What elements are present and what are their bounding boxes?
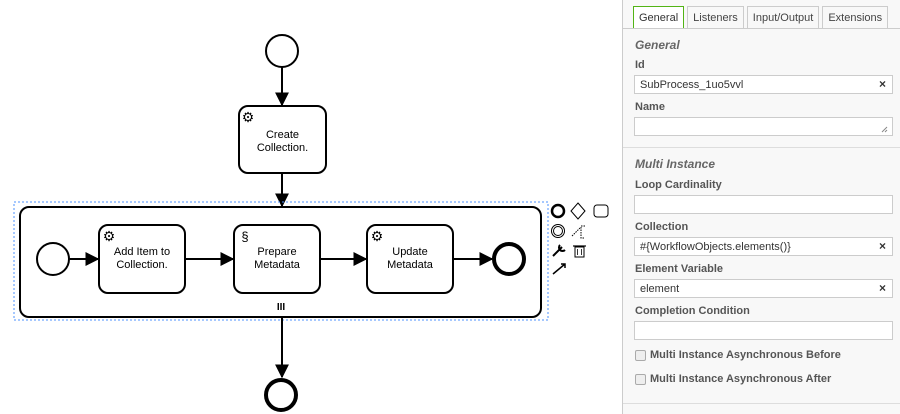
resize-handle-icon[interactable]: [880, 125, 888, 133]
clear-element-variable-icon[interactable]: ×: [878, 281, 886, 295]
section-divider: [623, 403, 900, 404]
properties-panel: General Listeners Input/Output Extension…: [622, 0, 900, 414]
id-field[interactable]: SubProcess_1uo5vvl ×: [634, 75, 893, 94]
svg-text:Metadata: Metadata: [387, 259, 434, 271]
svg-text:Collection.: Collection.: [257, 142, 308, 154]
task-label-line2: Collection.: [257, 142, 308, 154]
task-label-line1: Prepare: [257, 246, 296, 258]
element-variable-label: Element Variable: [635, 263, 724, 275]
element-variable-field[interactable]: element ×: [634, 279, 893, 298]
name-label: Name: [635, 101, 665, 113]
task-create-collection[interactable]: ⚙ Create Collection.: [238, 105, 327, 174]
task-label-line2: Collection.: [116, 259, 167, 271]
async-after-row: Multi Instance Asynchronous After: [635, 373, 831, 385]
bpmn-diagram[interactable]: ⚙ Create Collection. ⚙ Add Item to Colle…: [0, 0, 620, 414]
task-update-metadata[interactable]: ⚙ Update Metadata: [366, 224, 454, 294]
service-task-gear-icon: ⚙: [242, 109, 255, 125]
clear-id-icon[interactable]: ×: [878, 77, 886, 91]
loop-cardinality-field[interactable]: [634, 195, 893, 214]
task-prepare-metadata[interactable]: § Prepare Metadata: [233, 224, 321, 294]
clear-collection-icon[interactable]: ×: [878, 239, 886, 253]
tab-general[interactable]: General: [633, 6, 685, 28]
service-task-gear-icon: ⚙: [103, 228, 116, 244]
section-title-general: General: [635, 38, 680, 52]
name-field[interactable]: [634, 117, 893, 136]
inner-start-event[interactable]: [36, 242, 70, 276]
tab-divider: [623, 28, 900, 29]
selection-outline: [13, 201, 549, 321]
loop-cardinality-label: Loop Cardinality: [635, 179, 722, 191]
svg-text:Collection.: Collection.: [116, 259, 167, 271]
context-pad[interactable]: [550, 202, 609, 275]
delete-trash-icon[interactable]: [573, 245, 586, 258]
start-event[interactable]: [265, 34, 299, 68]
end-event[interactable]: [264, 378, 298, 412]
text-annotation-icon[interactable]: [571, 225, 585, 239]
append-intermediate-event-icon-inner: [553, 226, 563, 236]
completion-condition-field[interactable]: [634, 321, 893, 340]
svg-text:Prepare: Prepare: [257, 246, 296, 258]
inner-end-event[interactable]: [492, 242, 526, 276]
service-task-gear-icon: ⚙: [371, 228, 384, 244]
change-type-wrench-icon[interactable]: [552, 244, 566, 257]
async-before-checkbox[interactable]: [635, 349, 646, 361]
id-label: Id: [635, 59, 645, 71]
id-value: SubProcess_1uo5vvl: [640, 79, 744, 91]
svg-text:Create: Create: [266, 129, 299, 141]
script-task-icon: §: [241, 229, 248, 244]
tab-listeners[interactable]: Listeners: [687, 6, 744, 28]
tab-input-output[interactable]: Input/Output: [746, 6, 820, 28]
append-task-icon[interactable]: [593, 204, 609, 218]
bpmn-canvas[interactable]: ⚙ Create Collection. ⚙ Add Item to Colle…: [0, 0, 620, 414]
task-label-line2: Metadata: [254, 259, 301, 271]
properties-tabs: General Listeners Input/Output Extension…: [633, 6, 889, 28]
section-title-multi-instance: Multi Instance: [635, 157, 716, 171]
element-variable-value: element: [640, 283, 680, 295]
async-before-row: Multi Instance Asynchronous Before: [635, 349, 841, 361]
task-add-item[interactable]: ⚙ Add Item to Collection.: [98, 224, 186, 294]
svg-text:Metadata: Metadata: [254, 259, 301, 271]
append-end-event-icon[interactable]: [550, 203, 566, 219]
completion-condition-label: Completion Condition: [635, 305, 750, 317]
task-label-line1: Update: [392, 246, 427, 258]
async-after-label: Multi Instance Asynchronous After: [650, 373, 832, 385]
collection-field[interactable]: #{WorkflowObjects.elements()} ×: [634, 237, 893, 256]
tab-extensions[interactable]: Extensions: [822, 6, 889, 28]
connect-arrow-icon[interactable]: [552, 263, 566, 275]
async-before-label: Multi Instance Asynchronous Before: [650, 349, 841, 361]
task-label-line2: Metadata: [387, 259, 434, 271]
collection-value: #{WorkflowObjects.elements()}: [640, 241, 791, 253]
append-gateway-icon[interactable]: [570, 202, 586, 220]
task-label-line1: Add Item to: [114, 246, 170, 258]
collection-label: Collection: [635, 221, 689, 233]
task-label-line1: Create: [266, 129, 299, 141]
async-after-checkbox[interactable]: [635, 373, 646, 385]
multi-instance-marker: III: [277, 302, 286, 313]
svg-text:Update: Update: [392, 246, 427, 258]
svg-text:Add Item to: Add Item to: [114, 246, 170, 258]
section-divider: [623, 147, 900, 148]
